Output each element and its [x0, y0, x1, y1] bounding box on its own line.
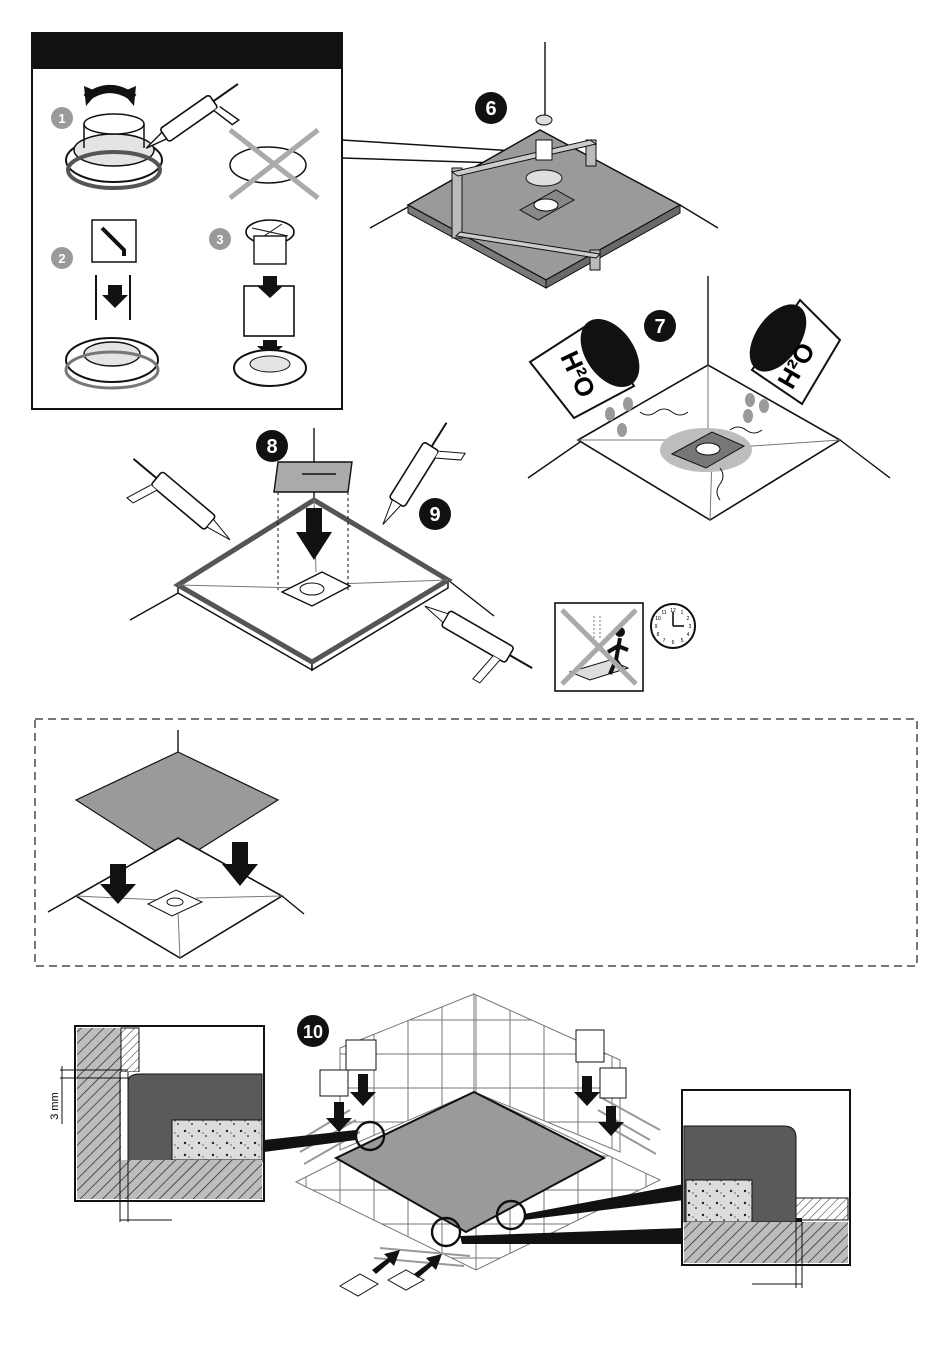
- loose-tile: [600, 1068, 626, 1098]
- loose-tile: [340, 1274, 378, 1296]
- clock-number: 11: [661, 610, 666, 616]
- substep-1-number: 1: [58, 111, 65, 126]
- step-6: 6: [370, 42, 718, 288]
- loose-tile: [576, 1030, 604, 1062]
- step-7-number: 7: [654, 316, 665, 338]
- substep-3-number: 3: [216, 232, 223, 247]
- step-7: 7 H²O H²O: [528, 276, 890, 520]
- tile-section: [121, 1028, 139, 1072]
- gap-measure-label: 3 mm: [49, 1092, 61, 1120]
- inset-header-bar: [32, 33, 342, 69]
- bucket-left-icon: H²O: [530, 308, 651, 418]
- coating-section: [35, 719, 917, 966]
- step-9-number: 9: [429, 504, 440, 526]
- no-shower-sign-icon: [555, 603, 643, 691]
- clock-number: 2: [687, 616, 690, 622]
- clock-number: 3: [689, 624, 692, 630]
- step-10-number: 10: [303, 1022, 323, 1042]
- silicone-gun-icon: [112, 452, 236, 566]
- loose-tile: [346, 1040, 376, 1070]
- step-6-number: 6: [485, 98, 496, 120]
- clock-number: 1: [681, 610, 684, 616]
- step-8-number: 8: [266, 436, 277, 458]
- detail-right: [682, 1090, 850, 1288]
- bucket-right-icon: H²O: [738, 294, 840, 404]
- clock-number: 6: [672, 640, 675, 646]
- substep-2-number: 2: [58, 251, 65, 266]
- step-8-9: 8 9: [112, 418, 695, 702]
- leader-line: [342, 140, 530, 152]
- arrow-icon: [372, 1250, 400, 1274]
- drain-opening: [696, 443, 720, 455]
- arrow-icon: [414, 1254, 442, 1278]
- drain-cover: [274, 462, 352, 492]
- clock-number: 8: [657, 632, 660, 638]
- detail-left: 3 mm: [49, 1026, 264, 1222]
- clock-icon: 12 1 2 3 4 5 6 7 8 9 10 11: [651, 604, 695, 648]
- clock-number: 10: [655, 616, 661, 622]
- frame-leg: [452, 168, 462, 238]
- inset-box: 1 2: [32, 33, 342, 409]
- tile-section: [796, 1198, 848, 1220]
- drain-flange: [526, 170, 562, 186]
- floor-section: [684, 1222, 848, 1263]
- clock-number: 9: [655, 624, 658, 630]
- silicone-gun-icon: [405, 598, 536, 702]
- clock-number: 7: [663, 638, 666, 644]
- wall-section: [77, 1028, 121, 1199]
- clock-number: 4: [687, 632, 690, 638]
- mortar-section: [686, 1180, 752, 1222]
- step-10: 10: [49, 994, 850, 1296]
- floor-section: [121, 1160, 262, 1199]
- mortar-section: [172, 1120, 262, 1160]
- loose-tile: [320, 1070, 348, 1096]
- clock-number: 12: [670, 608, 676, 614]
- clock-number: 5: [681, 638, 684, 644]
- drain-body: [536, 140, 552, 160]
